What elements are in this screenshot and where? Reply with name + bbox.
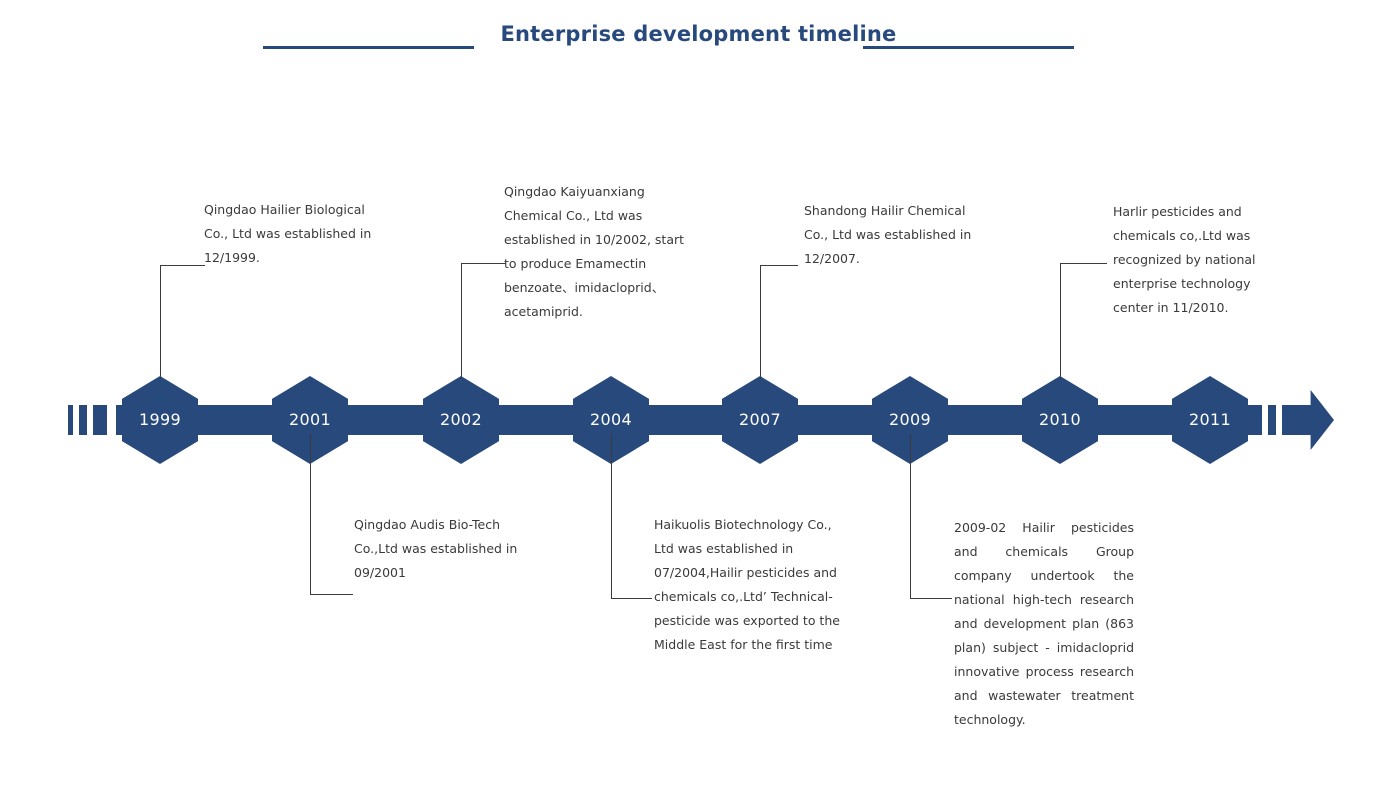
axis-dash-left-2 [79,405,87,435]
timeline-node-2010[interactable]: 2010 [1022,376,1098,464]
timeline-node-label: 2010 [1039,410,1081,429]
axis-dash-left-1 [68,405,73,435]
leader-line-2007 [760,265,798,379]
event-text-2007: Shandong Hailir Chemical Co., Ltd was es… [804,203,972,266]
event-text-1999: Qingdao Hailier Biological Co., Ltd was … [204,202,372,265]
timeline-node-label: 2001 [289,410,331,429]
timeline-node-label: 1999 [139,410,181,429]
title-rule-left [263,46,474,49]
arrow-right-icon [1282,390,1334,450]
timeline-node-2011[interactable]: 2011 [1172,376,1248,464]
timeline-node-2002[interactable]: 2002 [423,376,499,464]
leader-line-1999 [160,265,205,379]
timeline-node-label: 2007 [739,410,781,429]
leader-line-2002 [461,263,506,379]
timeline-node-2007[interactable]: 2007 [722,376,798,464]
timeline-node-1999[interactable]: 1999 [122,376,198,464]
event-text-2004: Haikuolis Biotechnology Co., Ltd was est… [654,517,840,652]
leader-line-2010 [1060,263,1107,379]
timeline-node-label: 2011 [1189,410,1231,429]
page-title: Enterprise development timeline [500,22,897,46]
title-rule-right [863,46,1074,49]
axis-dash-right-1 [1248,405,1262,435]
leader-line-2004 [611,434,652,599]
timeline-node-label: 2002 [440,410,482,429]
event-text-2001: Qingdao Audis Bio-Tech Co.,Ltd was estab… [354,517,518,580]
event-text-2010: Harlir pesticides and chemicals co,.Ltd … [1113,204,1256,315]
axis-dash-left-3 [93,405,107,435]
timeline-node-label: 2009 [889,410,931,429]
leader-line-2009 [910,434,952,599]
timeline-node-label: 2004 [590,410,632,429]
event-text-2009: 2009-02 Hailir pesticides and chemicals … [954,520,1134,727]
leader-line-2001 [310,434,353,595]
axis-dash-right-2 [1268,405,1276,435]
event-text-2002: Qingdao Kaiyuanxiang Chemical Co., Ltd w… [504,184,685,319]
header: Enterprise development timeline [0,0,1397,70]
